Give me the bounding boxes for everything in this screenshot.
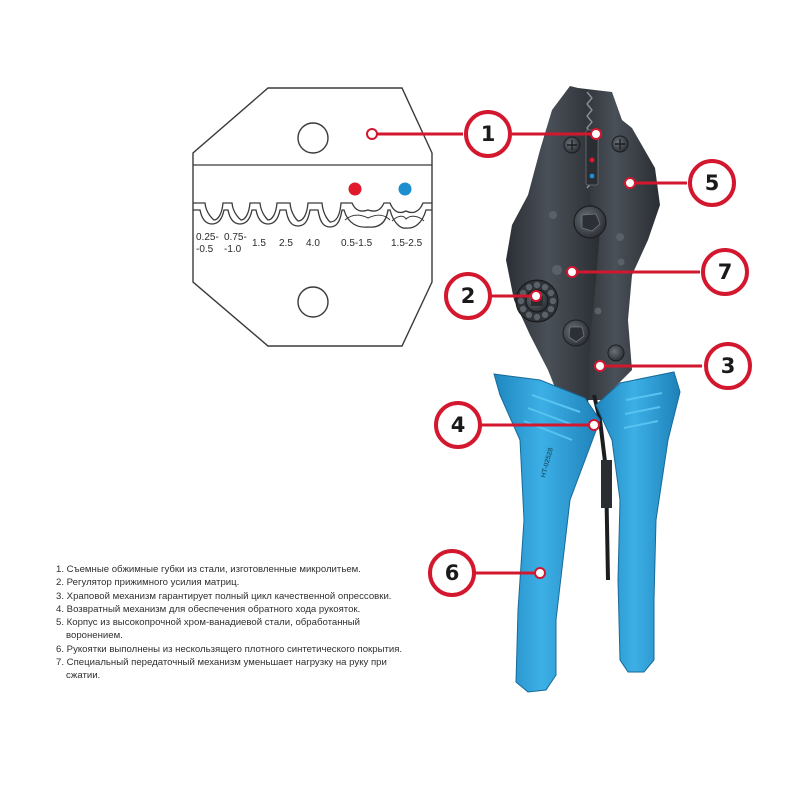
- callout-1-label: 1: [481, 122, 496, 146]
- feature-legend: 1. Съемные обжимные губки из стали, изго…: [56, 563, 416, 683]
- die-size-4: 4.0: [306, 238, 320, 249]
- callout-2-label: 2: [461, 284, 476, 308]
- die-size-0: 0.25- -0.5: [196, 232, 222, 255]
- gear-tooth: [541, 283, 549, 291]
- die-size-3: 2.5: [279, 238, 293, 249]
- ratchet-bolt: [607, 344, 625, 362]
- legend-item-6: 6. Рукоятки выполнены из нескользящего п…: [56, 643, 403, 655]
- gear-tooth: [519, 305, 527, 313]
- die-size-6: 1.5-2.5: [391, 238, 423, 249]
- crimper-tool: HT-02528: [493, 86, 681, 693]
- gear-tooth: [533, 313, 541, 321]
- red-marker-dot: [348, 182, 362, 196]
- gear-tooth: [525, 311, 533, 319]
- legend-item-3: 3. Храповой механизм гарантирует полный …: [56, 590, 392, 602]
- blue-marker-dot: [398, 182, 412, 196]
- handle-left: [493, 373, 601, 693]
- callout-3-label: 3: [721, 354, 736, 378]
- gear-tooth: [547, 289, 555, 297]
- gear-tooth: [533, 281, 541, 289]
- callout-5: 5: [688, 159, 736, 207]
- callouts: [372, 132, 702, 575]
- callout-7: 7: [701, 248, 749, 296]
- callout-7-label: 7: [718, 260, 733, 284]
- legend-item-4: 4. Возвратный механизм для обеспечения о…: [56, 603, 361, 615]
- callout-endpoints: [366, 128, 636, 579]
- callout-6-label: 6: [445, 561, 460, 585]
- callout-1: 1: [464, 110, 512, 158]
- die-plate: [192, 87, 433, 347]
- die-drawing: 0.25- -0.5 0.75- -1.0 1.5 2.5 4.0 0.5-1.…: [192, 87, 433, 347]
- die-upper-profile: [193, 164, 432, 223]
- callout-4-label: 4: [451, 413, 466, 437]
- die-size-5: 0.5-1.5: [341, 238, 373, 249]
- die-hole-bottom: [297, 286, 329, 318]
- die-size-2: 1.5: [252, 238, 266, 249]
- legend-item-2: 2. Регулятор прижимного усилия матриц.: [56, 577, 240, 589]
- callout-4: 4: [434, 401, 482, 449]
- gear-tooth: [517, 297, 525, 305]
- callout-6: 6: [428, 549, 476, 597]
- gear-tooth: [547, 305, 555, 313]
- gear-tooth: [549, 297, 557, 305]
- legend-item-5: 5. Корпус из высокопрочной хром-ванадиев…: [56, 617, 361, 642]
- callout-5-label: 5: [705, 171, 720, 195]
- handle-right: [595, 371, 681, 673]
- gear-tooth: [525, 283, 533, 291]
- callout-2: 2: [444, 272, 492, 320]
- callout-3: 3: [704, 342, 752, 390]
- tool-body-right: [578, 88, 660, 400]
- die-hole-top: [297, 122, 329, 154]
- gear-tooth: [541, 311, 549, 319]
- legend-item-7: 7. Специальный передаточный механизм уме…: [56, 657, 387, 682]
- legend-item-1: 1. Съемные обжимные губки из стали, изго…: [56, 564, 361, 575]
- die-size-1: 0.75- -1.0: [224, 232, 250, 255]
